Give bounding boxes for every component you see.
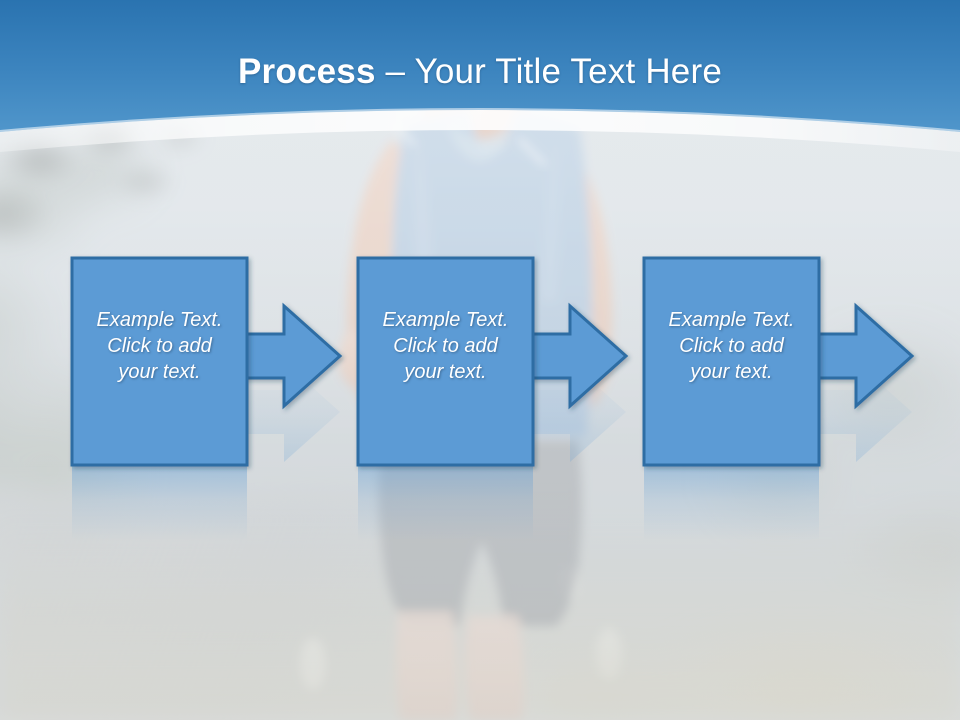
shape-reflections — [72, 362, 912, 541]
step-1-box — [70, 256, 249, 467]
step-3-box — [642, 256, 821, 467]
page-title-rest: – Your Title Text Here — [375, 52, 722, 91]
process-step-3 — [642, 256, 915, 467]
process-step-2 — [356, 256, 629, 467]
title-banner — [0, 0, 960, 160]
step-2-box — [356, 256, 535, 467]
process-step-1 — [70, 256, 343, 467]
page-title: Process – Your Title Text Here — [0, 50, 960, 94]
page-title-bold: Process — [238, 52, 376, 91]
